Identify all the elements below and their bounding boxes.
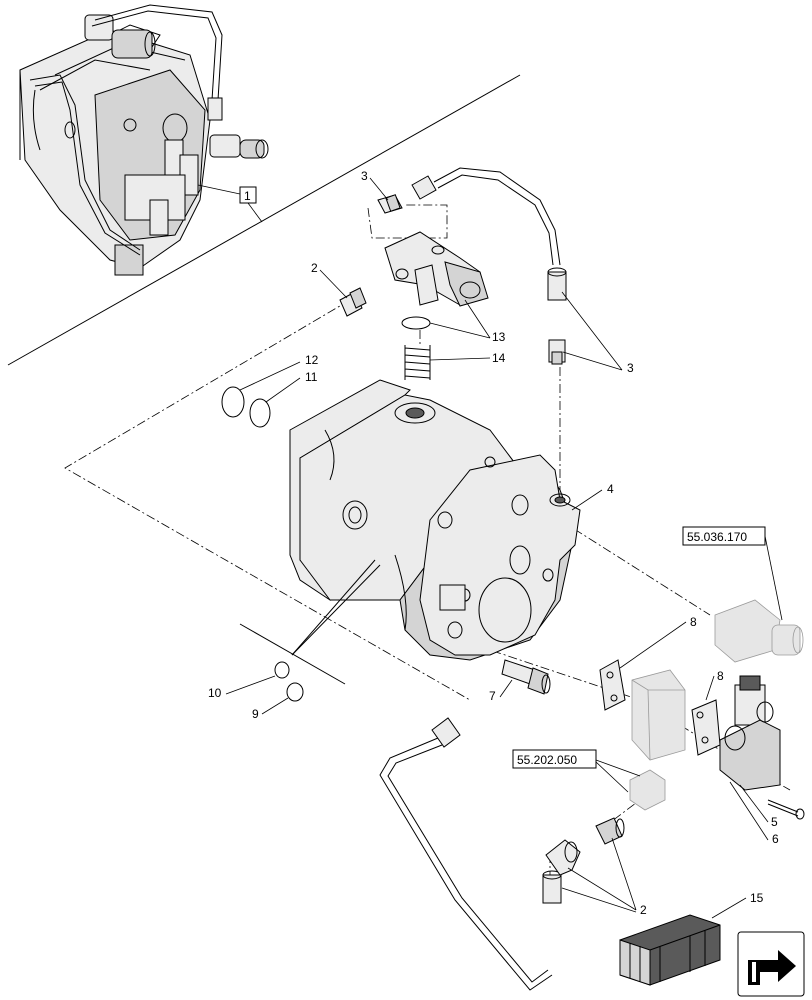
- svg-text:8: 8: [717, 669, 724, 683]
- svg-text:8: 8: [690, 615, 697, 629]
- part-5-screw: [767, 799, 805, 820]
- callout-2-bottom[interactable]: 2: [561, 837, 647, 917]
- svg-text:13: 13: [492, 330, 506, 344]
- callout-12[interactable]: 12: [239, 353, 319, 391]
- svg-text:55.202.050: 55.202.050: [517, 753, 577, 767]
- svg-text:7: 7: [489, 689, 496, 703]
- svg-text:2: 2: [640, 903, 647, 917]
- svg-text:10: 10: [208, 686, 222, 700]
- svg-text:5: 5: [771, 815, 778, 829]
- part-3-tube: [411, 167, 567, 301]
- part-14-spring: [404, 345, 431, 380]
- ref-55-036-170[interactable]: 55.036.170: [682, 526, 783, 621]
- inset-assembled-pump: [19, 4, 269, 276]
- svg-text:12: 12: [305, 353, 319, 367]
- callout-3-top[interactable]: 3: [361, 169, 389, 201]
- repair-kit-box-icon: [619, 914, 721, 986]
- callout-15[interactable]: 15: [711, 891, 764, 919]
- svg-text:15: 15: [750, 891, 764, 905]
- svg-text:9: 9: [252, 707, 259, 721]
- callout-1[interactable]: 1: [197, 184, 263, 223]
- callout-3-right[interactable]: 3: [561, 291, 634, 375]
- part-12-o-ring: [221, 386, 245, 418]
- part-3-fitting-lower: [548, 339, 566, 365]
- svg-text:11: 11: [305, 370, 318, 384]
- part-13-valve: [384, 231, 489, 307]
- inset-divider: [7, 74, 521, 366]
- part-9-o-ring: [286, 682, 304, 702]
- part-7-bolt: [501, 659, 551, 695]
- callout-9[interactable]: 9: [252, 697, 289, 721]
- svg-text:14: 14: [492, 351, 506, 365]
- callout-13[interactable]: 13: [429, 299, 506, 344]
- callout-14[interactable]: 14: [429, 351, 506, 365]
- callout-5[interactable]: 5: [739, 784, 778, 829]
- ghost-valve-block: [629, 669, 686, 811]
- part-13-o-ring: [401, 316, 431, 330]
- svg-text:1: 1: [244, 189, 251, 203]
- callout-4[interactable]: 4: [571, 482, 614, 511]
- callout-11[interactable]: 11: [265, 370, 318, 403]
- pipe-assembly-bottom: [379, 717, 562, 991]
- svg-text:3: 3: [627, 361, 634, 375]
- navigation-arrow-icon[interactable]: [737, 931, 805, 997]
- callout-8-right[interactable]: 8: [705, 669, 724, 701]
- svg-text:2: 2: [311, 261, 318, 275]
- part-11-backup-ring: [249, 398, 271, 428]
- part-10-o-ring: [274, 661, 290, 679]
- svg-text:6: 6: [772, 832, 779, 846]
- part-8-gasket-right: [691, 699, 721, 756]
- part-2-elbow: [545, 817, 625, 876]
- callout-2-top[interactable]: 2: [311, 261, 348, 299]
- ref-55-202-050[interactable]: 55.202.050: [512, 749, 641, 793]
- svg-text:3: 3: [361, 169, 368, 183]
- callout-6[interactable]: 6: [729, 781, 779, 846]
- svg-text:4: 4: [607, 482, 614, 496]
- part-3-fitting-top: [377, 194, 403, 214]
- callout-7[interactable]: 7: [489, 679, 513, 703]
- part-6-valve: [719, 675, 781, 791]
- svg-text:55.036.170: 55.036.170: [687, 530, 747, 544]
- leader-9-10: [239, 559, 381, 685]
- callout-8-left[interactable]: 8: [619, 615, 697, 669]
- part-8-gasket-left: [599, 659, 626, 711]
- callout-10[interactable]: 10: [208, 675, 276, 700]
- part-2-fitting-top: [339, 287, 367, 317]
- ghost-solenoid: [714, 599, 804, 663]
- main-pump-body: [289, 379, 581, 661]
